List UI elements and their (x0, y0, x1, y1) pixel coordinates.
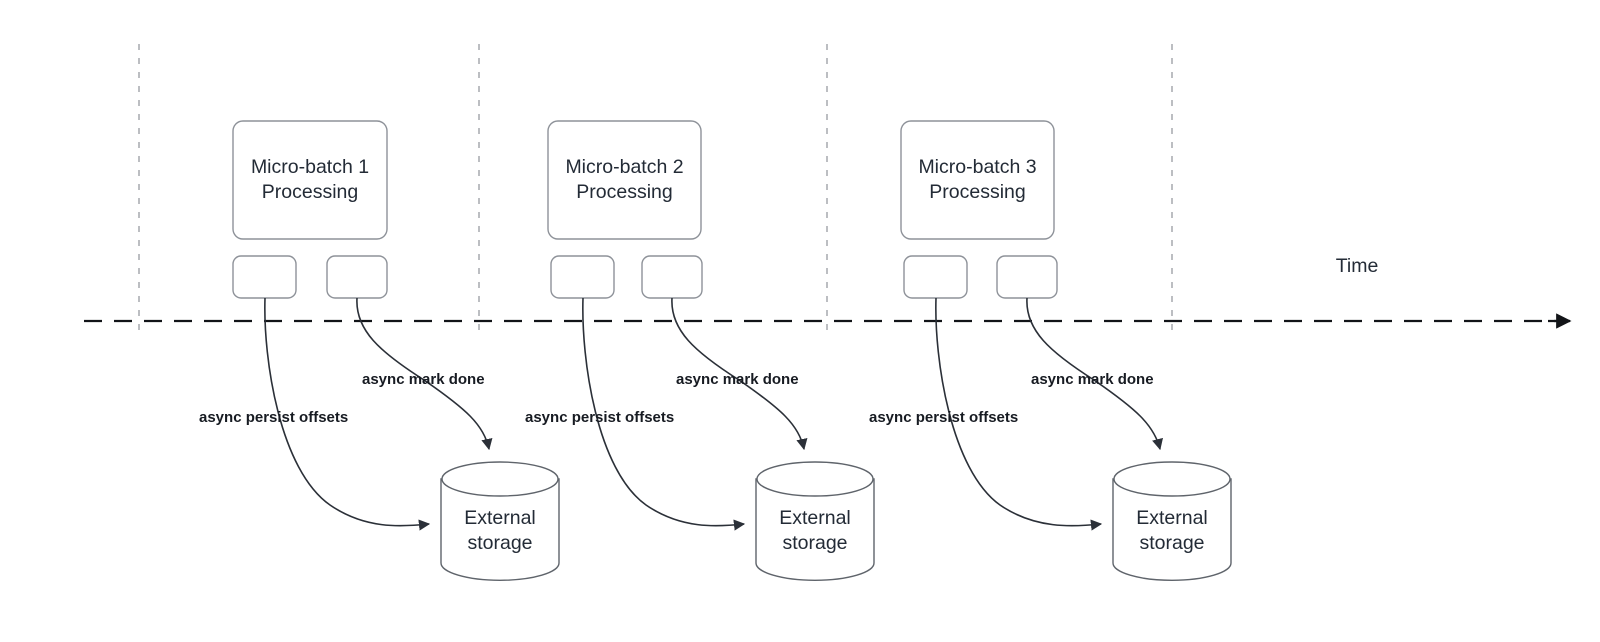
async-persist-offsets-edge-label: async persist offsets (869, 409, 1018, 426)
async-mark-done-edge (1026, 297, 1163, 451)
tick-lines-layer (138, 44, 1173, 330)
external-storage-cylinder[interactable]: External storage (440, 461, 560, 581)
cylinder-body (755, 478, 875, 581)
external-storage-label-line1: External (464, 507, 536, 529)
external-storage-label-line2: storage (467, 532, 532, 554)
async-persist-offsets-edge (582, 297, 746, 531)
micro-batch-label-line2: Processing (929, 181, 1025, 203)
async-mark-done-edge (671, 297, 808, 451)
micro-batch-box[interactable] (232, 120, 388, 240)
async-persist-offsets-edge-label: async persist offsets (525, 409, 674, 426)
external-storage-label-line1: External (1136, 507, 1208, 529)
time-axis-label: Time (1336, 255, 1379, 277)
mark-done-task[interactable] (996, 255, 1058, 299)
micro-batch-box[interactable] (900, 120, 1055, 240)
async-mark-done-edge-label: async mark done (1031, 371, 1154, 388)
async-mark-done-edge-label: async mark done (362, 371, 485, 388)
cylinder-body (440, 478, 560, 581)
cylinder-top-ellipse (1113, 461, 1231, 497)
micro-batch-label-line1: Micro-batch 2 (565, 156, 683, 178)
mark-done-task[interactable] (641, 255, 703, 299)
cylinder-top-ellipse (441, 461, 559, 497)
external-storage-cylinder[interactable]: External storage (1112, 461, 1232, 581)
async-mark-done-edge (356, 297, 493, 451)
external-storage-label-line2: storage (1139, 532, 1204, 554)
async-persist-offsets-edge (935, 297, 1103, 531)
axis-label-layer: Time (1336, 255, 1379, 277)
micro-batch-box[interactable] (547, 120, 702, 240)
micro-batch-label-line2: Processing (262, 181, 358, 203)
external-storage-label-line1: External (779, 507, 851, 529)
async-persist-offsets-edge (264, 297, 431, 531)
persist-offsets-task[interactable] (550, 255, 615, 299)
async-persist-offsets-edge-label: async persist offsets (199, 409, 348, 426)
micro-batch-label-line1: Micro-batch 1 (251, 156, 369, 178)
cylinder-top-ellipse (756, 461, 874, 497)
persist-offsets-task[interactable] (232, 255, 297, 299)
cylinder-body (1112, 478, 1232, 581)
micro-batch-label-line1: Micro-batch 3 (918, 156, 1036, 178)
persist-offsets-task[interactable] (903, 255, 968, 299)
async-mark-done-edge-label: async mark done (676, 371, 799, 388)
external-storage-label-line2: storage (782, 532, 847, 554)
micro-batch-label-line2: Processing (576, 181, 672, 203)
external-storage-cylinder[interactable]: External storage (755, 461, 875, 581)
mark-done-task[interactable] (326, 255, 388, 299)
